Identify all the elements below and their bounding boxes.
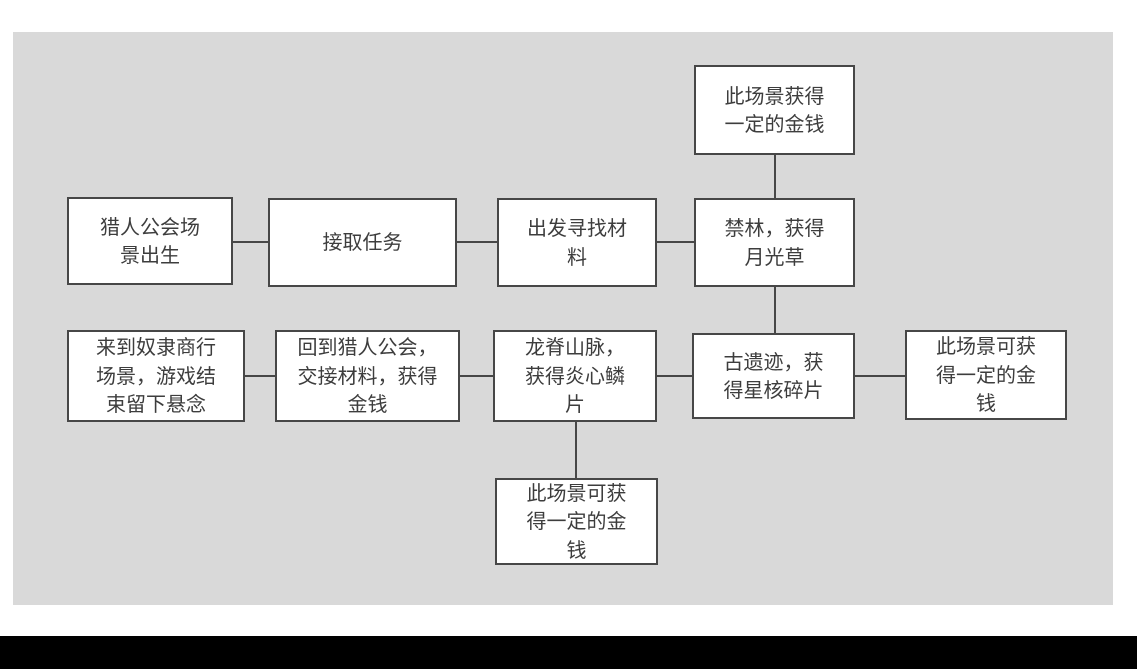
edge-find-materials-to-forbidden-forest bbox=[655, 241, 696, 243]
flowchart-node-accept-task: 接取任务 bbox=[268, 198, 457, 287]
edge-return-guild-to-dragon-spine bbox=[458, 375, 495, 377]
edge-forbidden-forest-to-scene-money-top bbox=[774, 153, 776, 200]
edge-dragon-spine-to-scene-money-bottom bbox=[575, 420, 577, 480]
flowchart-node-ancient-ruins-starcore: 古遗迹，获 得星核碎片 bbox=[692, 333, 855, 419]
flowchart-node-hunter-guild-birth: 猎人公会场 景出生 bbox=[67, 197, 233, 285]
flowchart-node-dragon-spine-scale: 龙脊山脉， 获得炎心鳞 片 bbox=[493, 330, 657, 422]
flowchart-node-scene-money-bottom: 此场景可获 得一定的金 钱 bbox=[495, 478, 658, 565]
edge-slave-merchant-to-return-guild bbox=[243, 375, 277, 377]
edge-dragon-spine-to-ancient-ruins bbox=[655, 375, 694, 377]
edge-forbidden-forest-to-ancient-ruins bbox=[774, 285, 776, 335]
flowchart-node-depart-find-materials: 出发寻找材 料 bbox=[497, 198, 657, 287]
flowchart-node-slave-merchant-ending: 来到奴隶商行 场景，游戏结 束留下悬念 bbox=[67, 330, 245, 422]
bottom-black-bar bbox=[0, 636, 1137, 669]
flowchart-node-scene-money-right: 此场景可获 得一定的金 钱 bbox=[905, 330, 1067, 420]
flowchart-node-scene-money-top: 此场景获得 一定的金钱 bbox=[694, 65, 855, 155]
edge-accept-task-to-find-materials bbox=[455, 241, 499, 243]
edge-ancient-ruins-to-scene-money-right bbox=[853, 375, 907, 377]
edge-hunter-guild-to-accept-task bbox=[231, 241, 270, 243]
flowchart-node-return-guild-money: 回到猎人公会， 交接材料，获得 金钱 bbox=[275, 330, 460, 422]
flowchart-node-forbidden-forest: 禁林，获得 月光草 bbox=[694, 198, 855, 287]
diagram-canvas: 此场景获得 一定的金钱 猎人公会场 景出生 接取任务 出发寻找材 料 禁林，获得… bbox=[13, 32, 1113, 605]
